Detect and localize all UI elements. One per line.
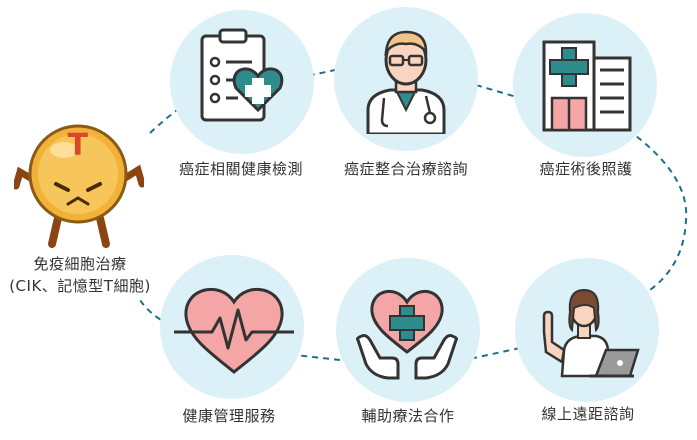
hospital-icon [538, 34, 634, 138]
service-label-health-check: 癌症相關健康檢測 [179, 158, 303, 179]
mascot-letter: T [68, 128, 89, 163]
hands-heart-icon [352, 278, 462, 388]
heartbeat-icon [172, 282, 296, 382]
doctor-icon [360, 22, 452, 138]
service-label-health-management: 健康管理服務 [182, 405, 275, 426]
service-label-integrated-consult: 癌症整合治療諮詢 [344, 158, 468, 179]
clipboard-heart-icon [182, 28, 302, 142]
service-label-adjuvant-therapy: 輔助療法合作 [361, 405, 454, 426]
online-doctor-icon [534, 272, 644, 386]
service-label-remote-consult: 線上遠距諮詢 [541, 403, 634, 424]
center-title: 免疫細胞治療 [33, 253, 126, 275]
service-label-post-op-care: 癌症術後照護 [539, 158, 632, 179]
center-subtitle: (CIK、記憶型T細胞) [9, 275, 151, 297]
